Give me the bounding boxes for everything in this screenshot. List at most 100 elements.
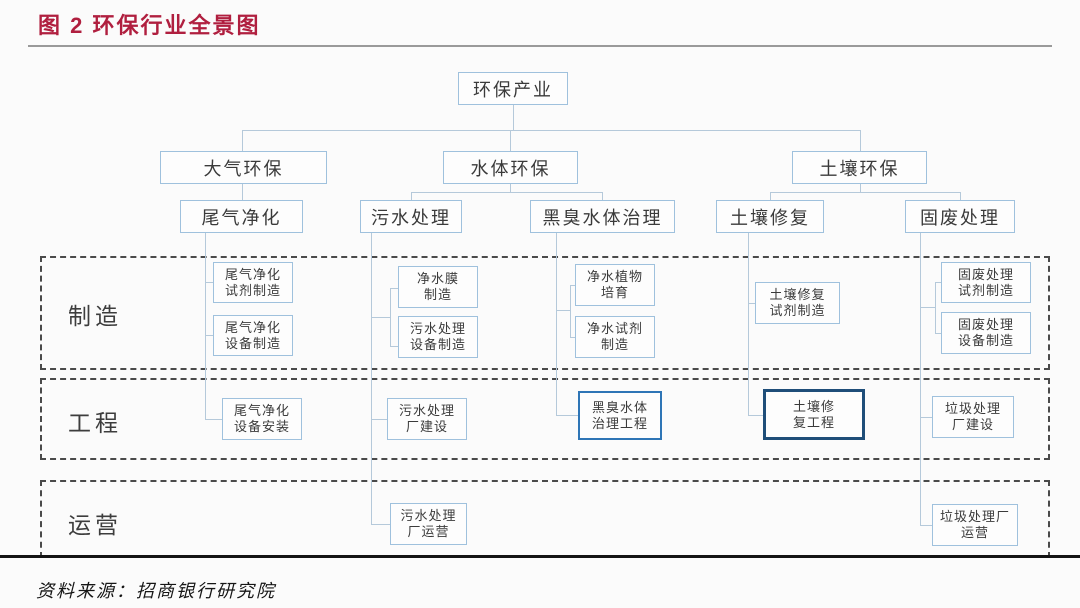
- connector-line: [748, 233, 749, 415]
- leaf-solid-waste-reagent-manufacturing: 固废处理 试剂制造: [941, 262, 1031, 303]
- leaf-label: 黑臭水体: [591, 399, 648, 415]
- leaf-label: 垃圾处理厂: [939, 509, 1010, 524]
- connector-line: [390, 288, 398, 289]
- leaf-label: 试剂制造: [957, 282, 1014, 298]
- row-label-manufacturing: 制造: [68, 303, 122, 329]
- connector-line: [513, 105, 514, 130]
- connector-line: [510, 130, 511, 151]
- connector-line: [371, 317, 390, 318]
- leaf-label: 设备制造: [957, 333, 1014, 348]
- connector-line: [242, 130, 243, 151]
- connector-line: [242, 130, 860, 131]
- leaf-sewage-plant-construction: 污水处理 厂建设: [387, 398, 467, 440]
- leaf-label: 试剂制造: [224, 282, 281, 298]
- node-solid-waste-treatment: 固废处理: [905, 200, 1015, 233]
- bottom-divider-line: [0, 555, 1080, 558]
- connector-line: [602, 192, 603, 200]
- row-label-operation: 运营: [68, 512, 122, 538]
- leaf-label: 设备安装: [233, 419, 290, 434]
- connector-line: [748, 415, 763, 416]
- leaf-sewage-plant-operation: 污水处理 厂运营: [390, 503, 467, 545]
- connector-line: [570, 285, 575, 286]
- connector-line: [748, 303, 755, 304]
- connector-line: [390, 346, 398, 347]
- connector-line: [960, 192, 961, 200]
- connector-line: [556, 310, 570, 311]
- row-engineering: [40, 378, 1050, 460]
- leaf-exhaust-equipment-installation: 尾气净化 设备安装: [222, 398, 302, 440]
- leaf-label: 复工程: [792, 414, 835, 430]
- connector-line: [935, 282, 936, 333]
- connector-line: [205, 233, 206, 419]
- connector-line: [920, 417, 932, 418]
- leaf-label: 设备制造: [224, 335, 281, 351]
- connector-line: [770, 192, 960, 193]
- connector-line: [205, 335, 213, 336]
- leaf-solid-waste-equipment-manufacturing: 固废处理 设备制造: [941, 312, 1031, 354]
- leaf-label: 污水处理: [400, 508, 457, 523]
- leaf-water-membrane-manufacturing: 净水膜 制造: [398, 266, 478, 308]
- leaf-label: 厂建设: [951, 417, 994, 432]
- row-label-engineering: 工程: [68, 410, 122, 436]
- leaf-label: 土壤修: [792, 398, 835, 414]
- connector-line: [390, 288, 391, 346]
- connector-line: [371, 524, 390, 525]
- leaf-label: 制造: [423, 287, 452, 302]
- leaf-label: 固废处理: [957, 266, 1014, 282]
- connector-line: [371, 233, 372, 524]
- connector-line: [570, 285, 571, 337]
- connector-line: [920, 233, 921, 525]
- connector-line: [935, 333, 941, 334]
- node-air-protection: 大气环保: [160, 151, 327, 184]
- title-divider-line: [28, 45, 1052, 47]
- leaf-label: 尾气净化: [224, 319, 281, 335]
- connector-line: [860, 130, 861, 151]
- connector-line: [920, 307, 935, 308]
- leaf-soil-reagent-manufacturing: 土壤修复 试剂制造: [755, 282, 840, 324]
- node-water-protection: 水体环保: [443, 151, 578, 184]
- connector-line: [205, 419, 222, 420]
- connector-line: [770, 192, 771, 200]
- connector-line: [510, 184, 511, 192]
- leaf-label: 运营: [960, 525, 989, 540]
- leaf-label: 污水处理: [409, 321, 466, 336]
- connector-line: [570, 337, 575, 338]
- connector-line: [205, 282, 213, 283]
- leaf-label: 固废处理: [957, 317, 1014, 332]
- leaf-garbage-plant-operation: 垃圾处理厂 运营: [932, 504, 1018, 546]
- connector-line: [920, 525, 932, 526]
- leaf-label: 试剂制造: [769, 303, 826, 318]
- figure-title: 图 2 环保行业全景图: [38, 13, 261, 38]
- leaf-label: 治理工程: [591, 415, 648, 431]
- leaf-label: 培育: [600, 285, 629, 300]
- leaf-exhaust-reagent-manufacturing: 尾气净化 试剂制造: [213, 262, 293, 303]
- leaf-sewage-equipment-manufacturing: 污水处理 设备制造: [398, 316, 478, 358]
- node-soil-protection: 土壤环保: [792, 151, 927, 184]
- leaf-soil-remediation-engineering: 土壤修 复工程: [763, 389, 865, 440]
- node-environmental-industry: 环保产业: [458, 72, 568, 105]
- source-note: 资料来源：招商银行研究院: [36, 581, 276, 601]
- leaf-label: 垃圾处理: [944, 401, 1001, 416]
- leaf-label: 净水膜: [416, 271, 459, 286]
- leaf-label: 尾气净化: [224, 266, 281, 282]
- node-black-odorous-water-treatment: 黑臭水体治理: [530, 200, 675, 233]
- leaf-label: 土壤修复: [769, 287, 826, 302]
- leaf-label: 污水处理: [398, 403, 455, 418]
- leaf-label: 厂建设: [405, 419, 448, 434]
- connector-line: [556, 415, 578, 416]
- leaf-label: 净水植物: [586, 269, 643, 284]
- leaf-label: 设备制造: [409, 337, 466, 352]
- leaf-label: 制造: [600, 337, 629, 352]
- connector-line: [556, 233, 557, 415]
- connector-line: [411, 192, 412, 200]
- node-soil-remediation: 土壤修复: [716, 200, 824, 233]
- leaf-label: 净水试剂: [586, 321, 643, 336]
- connector-line: [935, 282, 941, 283]
- leaf-exhaust-equipment-manufacturing: 尾气净化 设备制造: [213, 315, 293, 356]
- connector-line: [242, 184, 243, 200]
- connector-line: [371, 419, 387, 420]
- node-sewage-treatment: 污水处理: [360, 200, 462, 233]
- connector-line: [860, 184, 861, 192]
- leaf-label: 厂运营: [407, 524, 450, 539]
